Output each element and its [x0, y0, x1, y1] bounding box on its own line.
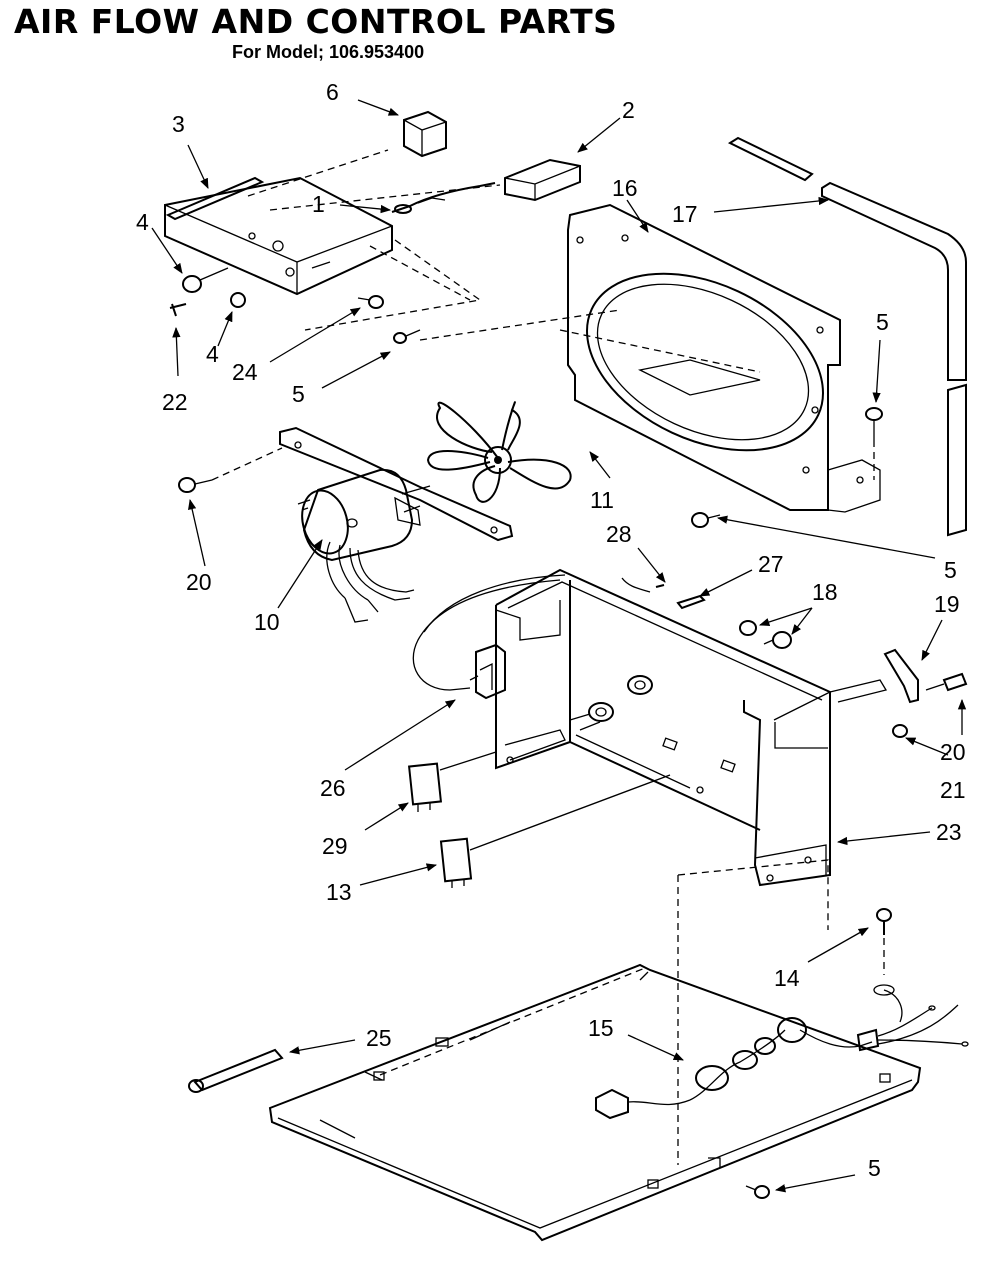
callout-4b: 4 — [206, 341, 219, 367]
part-6-relay — [403, 110, 447, 158]
parts-27-28 — [621, 577, 706, 610]
callout-15: 15 — [588, 1015, 614, 1041]
part-14-screw — [873, 908, 895, 996]
part-11-fan-blade — [426, 401, 572, 503]
callout-21: 21 — [940, 777, 966, 803]
callout-11: 11 — [590, 487, 614, 513]
part-19-bracket — [829, 648, 968, 738]
part-18-bushings — [739, 620, 792, 649]
callout-labels: 1 2 3 4 4 5 5 5 5 6 10 11 13 14 15 16 17… — [136, 79, 966, 1181]
panel-outline — [677, 859, 829, 1165]
shroud-screws — [691, 407, 883, 528]
part-26-thermostat — [412, 574, 566, 700]
part-25-stud — [188, 1048, 284, 1093]
callout-1: 1 — [312, 191, 325, 217]
callout-18: 18 — [812, 579, 838, 605]
callout-28: 28 — [606, 521, 632, 547]
callout-13: 13 — [326, 879, 352, 905]
part-23-housing — [495, 568, 831, 887]
callout-5b: 5 — [876, 309, 889, 335]
callout-25: 25 — [366, 1025, 392, 1051]
callout-16: 16 — [612, 175, 638, 201]
callout-24: 24 — [232, 359, 258, 385]
callout-2: 2 — [622, 97, 635, 123]
callout-17: 17 — [672, 201, 698, 227]
bottom-screw — [745, 1185, 770, 1199]
callout-4a: 4 — [136, 209, 149, 235]
callout-19: 19 — [934, 591, 960, 617]
control-screws — [169, 267, 421, 344]
callout-23: 23 — [936, 819, 962, 845]
callout-5d: 5 — [868, 1155, 881, 1181]
callout-20b: 20 — [940, 739, 966, 765]
part-10-motor — [297, 468, 431, 623]
callout-26: 26 — [320, 775, 346, 801]
callout-3: 3 — [172, 111, 185, 137]
part-15-power-cord — [595, 989, 969, 1120]
base-pan — [268, 963, 922, 1242]
part-29-capacitor — [407, 751, 497, 812]
part-2-switch — [504, 158, 581, 202]
control-panel — [164, 149, 501, 331]
diagram-title: AIR FLOW AND CONTROL PARTS — [14, 2, 618, 41]
callout-5a: 5 — [292, 381, 305, 407]
callout-6: 6 — [326, 79, 339, 105]
part-13-capacitor — [439, 774, 671, 888]
part-16-shroud — [419, 203, 881, 513]
leader-arrows — [151, 99, 967, 1193]
part-1-thermostat — [391, 182, 496, 214]
callout-14: 14 — [774, 965, 800, 991]
callout-10: 10 — [254, 609, 280, 635]
motor-bracket — [178, 426, 514, 542]
callout-22: 22 — [162, 389, 188, 415]
callout-5c: 5 — [944, 557, 957, 583]
part-17-seal-strips — [727, 136, 967, 537]
callout-29: 29 — [322, 833, 348, 859]
callout-27: 27 — [758, 551, 784, 577]
model-subtitle: For Model; 106.953400 — [232, 42, 425, 62]
callout-20a: 20 — [186, 569, 212, 595]
part-3-bracket — [165, 176, 265, 221]
